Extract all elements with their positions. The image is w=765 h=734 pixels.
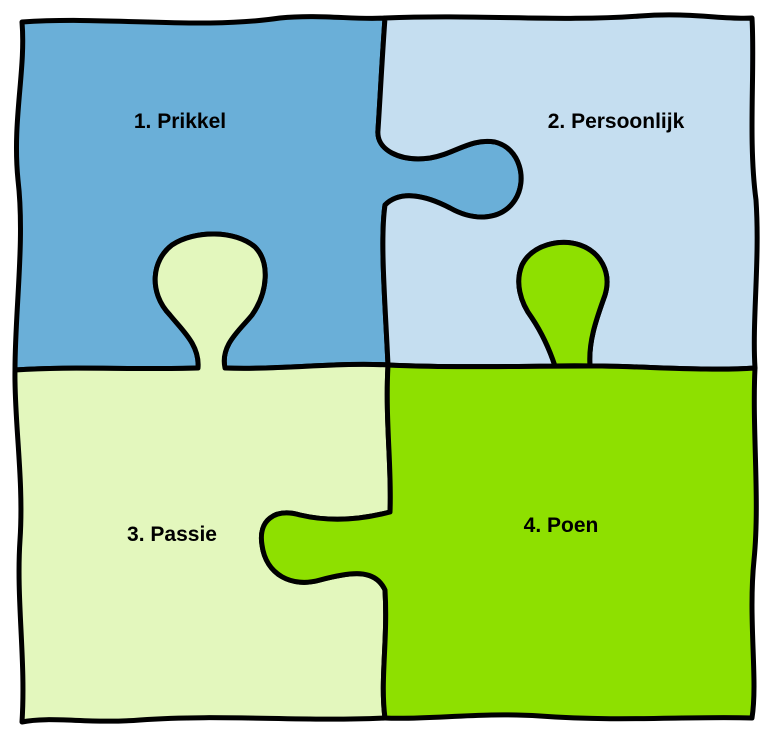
piece-4-label: 4. Poen (524, 514, 599, 537)
piece-2-label: 2. Persoonlijk (548, 110, 685, 133)
piece-3-label: 3. Passie (127, 523, 217, 546)
piece-1-label: 1. Prikkel (134, 110, 226, 133)
